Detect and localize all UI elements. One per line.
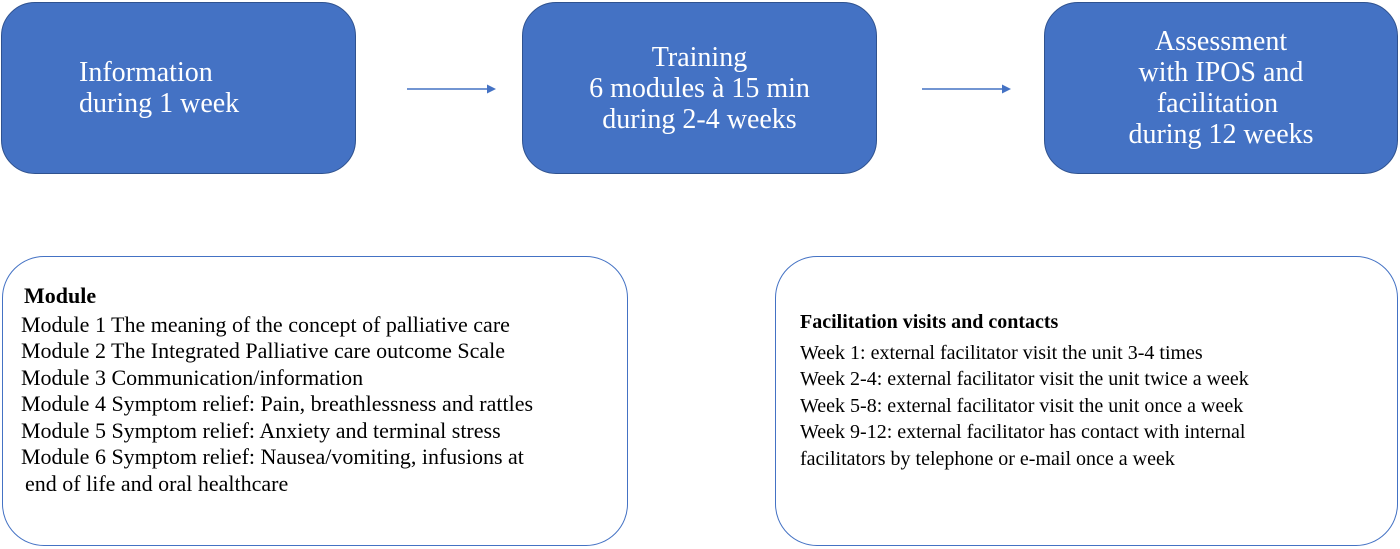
facilitation-item: Week 1: external facilitator visit the u… (800, 341, 1203, 364)
module-item-continuation: end of life and oral healthcare (25, 470, 289, 496)
module-item: Module 6 Symptom relief: Nausea/vomiting… (21, 444, 524, 469)
module-item: Module 4 Symptom relief: Pain, breathles… (21, 391, 534, 416)
arrow-right-icon (922, 84, 1011, 94)
facilitation-item: facilitators by telephone or e-mail once… (800, 447, 1175, 470)
facilitation-heading: Facilitation visits and contacts (800, 311, 1059, 333)
step-training: Training 6 modules à 15 min during 2-4 w… (522, 2, 877, 174)
modules-heading: Module (24, 283, 97, 308)
module-item: Module 2 The Integrated Palliative care … (21, 338, 506, 363)
facilitation-item: Week 9-12: external facilitator has cont… (800, 421, 1246, 443)
facilitation-item: Week 5-8: external facilitator visit the… (800, 394, 1244, 417)
step-training-text: Training 6 modules à 15 min during 2-4 w… (589, 41, 810, 135)
arrow-right-icon (407, 84, 496, 94)
step-assessment-text: Assessment with IPOS and facilitation du… (1128, 26, 1314, 150)
module-item: Module 5 Symptom relief: Anxiety and ter… (21, 417, 501, 443)
module-item: Module 3 Communication/information (21, 364, 364, 390)
modules-panel: Module Module 1 The meaning of the conce… (2, 256, 628, 546)
module-item: Module 1 The meaning of the concept of p… (21, 311, 510, 337)
step-information: Information during 1 week (1, 2, 356, 174)
facilitation-item: Week 2-4: external facilitator visit the… (800, 368, 1249, 390)
facilitation-panel: Facilitation visits and contacts Week 1:… (775, 256, 1398, 546)
step-assessment: Assessment with IPOS and facilitation du… (1044, 2, 1398, 174)
step-information-text: Information during 1 week (79, 57, 240, 119)
